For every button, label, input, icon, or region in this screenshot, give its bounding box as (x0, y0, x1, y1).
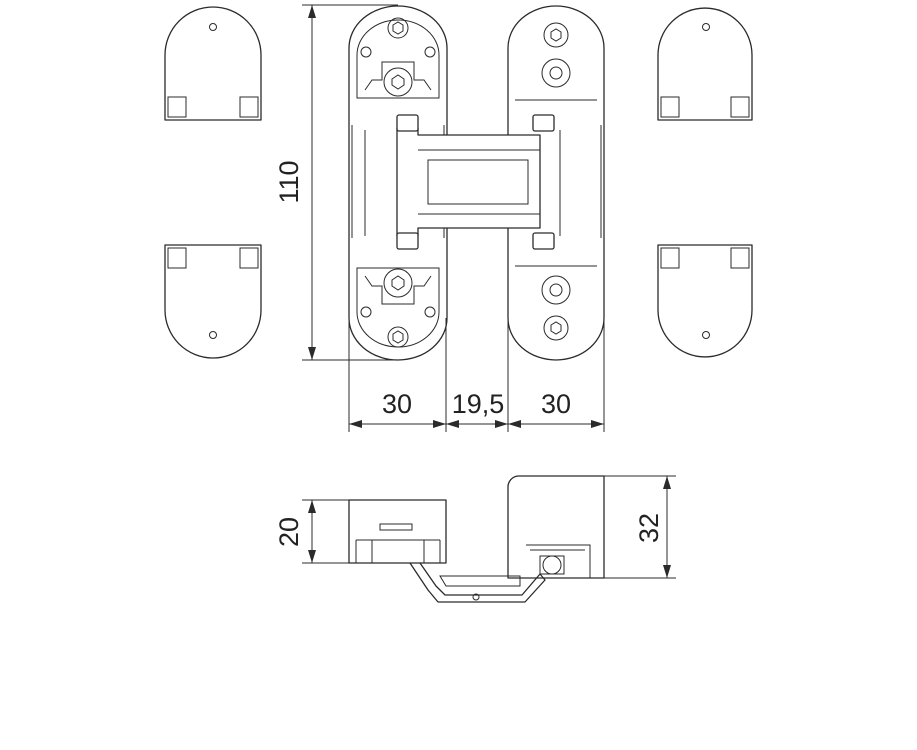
hinge-side-arm (409, 562, 546, 603)
cover-cap-bottom-left (164, 244, 262, 359)
hinge-side-view (348, 475, 605, 603)
dimension-height-110 (302, 4, 398, 361)
hinge-front-view (348, 5, 605, 361)
cover-cap-top-right (657, 7, 753, 121)
label-width-19-5: 19,5 (452, 389, 505, 419)
dimension-height-32 (604, 475, 676, 579)
label-width-30-left: 30 (382, 389, 412, 419)
label-height-32: 32 (634, 513, 664, 543)
cover-cap-top-left (164, 6, 262, 121)
dimension-widths (348, 318, 605, 432)
hinge-left-body (348, 5, 448, 361)
label-height-110: 110 (274, 160, 304, 203)
label-height-20: 20 (274, 517, 304, 547)
dimension-height-20 (302, 499, 349, 564)
label-width-30-right: 30 (541, 389, 571, 419)
cover-cap-bottom-right (657, 244, 753, 358)
hinge-linkage (396, 127, 541, 237)
